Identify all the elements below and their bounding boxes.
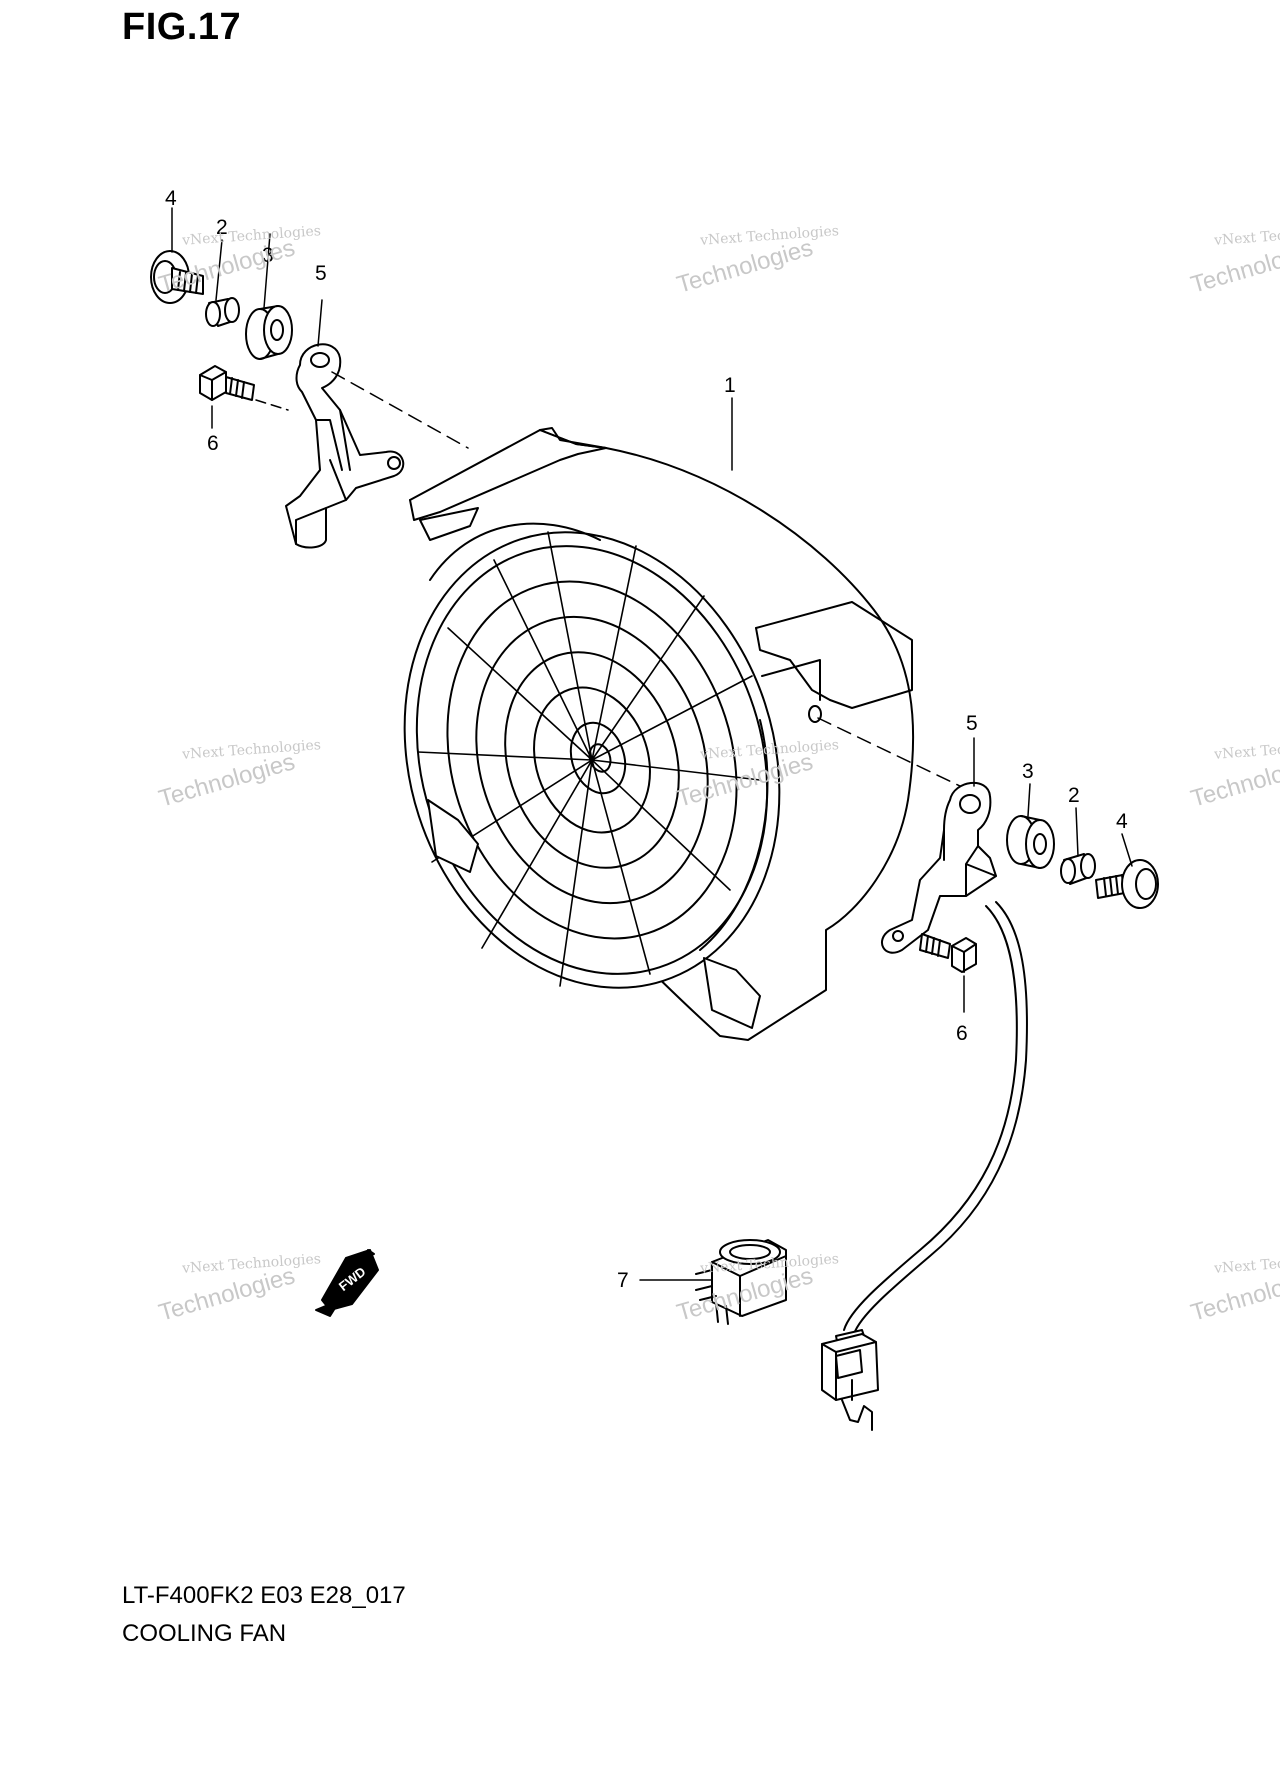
callout-5-right: 5: [966, 712, 978, 735]
callout-5-left: 5: [315, 262, 327, 285]
fan-connector: [821, 1333, 879, 1431]
right-bracket-5: [881, 781, 997, 954]
left-bolt-6: [199, 365, 255, 401]
diagram-name: COOLING FAN: [122, 1620, 287, 1647]
callout-2-right: 2: [1068, 784, 1080, 807]
right-bolt-6: [919, 933, 977, 973]
right-bolt-4: [1095, 859, 1159, 909]
fan-shroud-1: [403, 427, 915, 1041]
figure-title: FIG.17: [122, 6, 242, 48]
left-bracket-5: [285, 343, 405, 549]
fwd-arrow-icon: [315, 1249, 379, 1317]
callout-1: 1: [724, 374, 736, 397]
callout-3-right: 3: [1022, 760, 1034, 783]
callout-2-left: 2: [216, 216, 228, 239]
left-collar-2: [205, 297, 240, 327]
left-bolt-4: [150, 250, 204, 304]
model-code: LT-F400FK2 E03 E28_017: [122, 1582, 406, 1609]
callout-6-left: 6: [207, 432, 219, 455]
thermo-switch-7: [695, 1239, 787, 1325]
right-cushion-3: [1006, 815, 1055, 869]
callout-3-left: 3: [262, 244, 274, 267]
callout-4-left: 4: [165, 187, 177, 210]
callout-4-right: 4: [1116, 810, 1128, 833]
fan-wire-harness: [835, 901, 1028, 1347]
callout-7: 7: [617, 1269, 629, 1292]
callout-6-right: 6: [956, 1022, 968, 1045]
left-cushion-3: [245, 305, 293, 360]
right-collar-2: [1060, 853, 1096, 885]
